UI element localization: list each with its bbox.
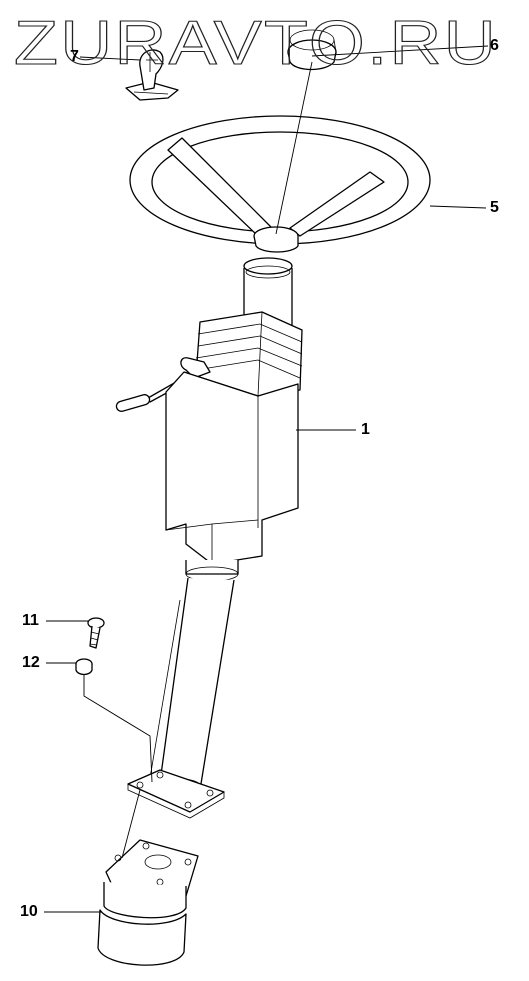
part-7-bracket	[125, 49, 179, 101]
part-12-nut	[75, 658, 93, 676]
part-5-steering-wheel	[129, 115, 431, 253]
part-10-bearing-housing	[97, 839, 199, 966]
callout-11: 11	[22, 612, 39, 629]
callout-1: 1	[361, 421, 370, 438]
callout-6: 6	[490, 37, 499, 54]
watermark: ZURAVTO.RU	[13, 8, 498, 78]
leader-lines	[44, 45, 489, 913]
adjust-lever	[115, 357, 211, 412]
part-6-cap	[287, 29, 337, 71]
callout-12: 12	[22, 654, 40, 671]
part-1-column-housing	[165, 371, 299, 565]
watermark-text: ZURAVTO.RU	[14, 9, 498, 78]
lower-tube	[149, 560, 239, 794]
callout-5: 5	[490, 199, 499, 216]
callout-7: 7	[70, 48, 79, 65]
bellows-boot	[195, 311, 303, 397]
callout-10: 10	[20, 903, 38, 920]
lower-flange-plate	[127, 769, 225, 819]
part-11-bolt	[87, 617, 105, 649]
